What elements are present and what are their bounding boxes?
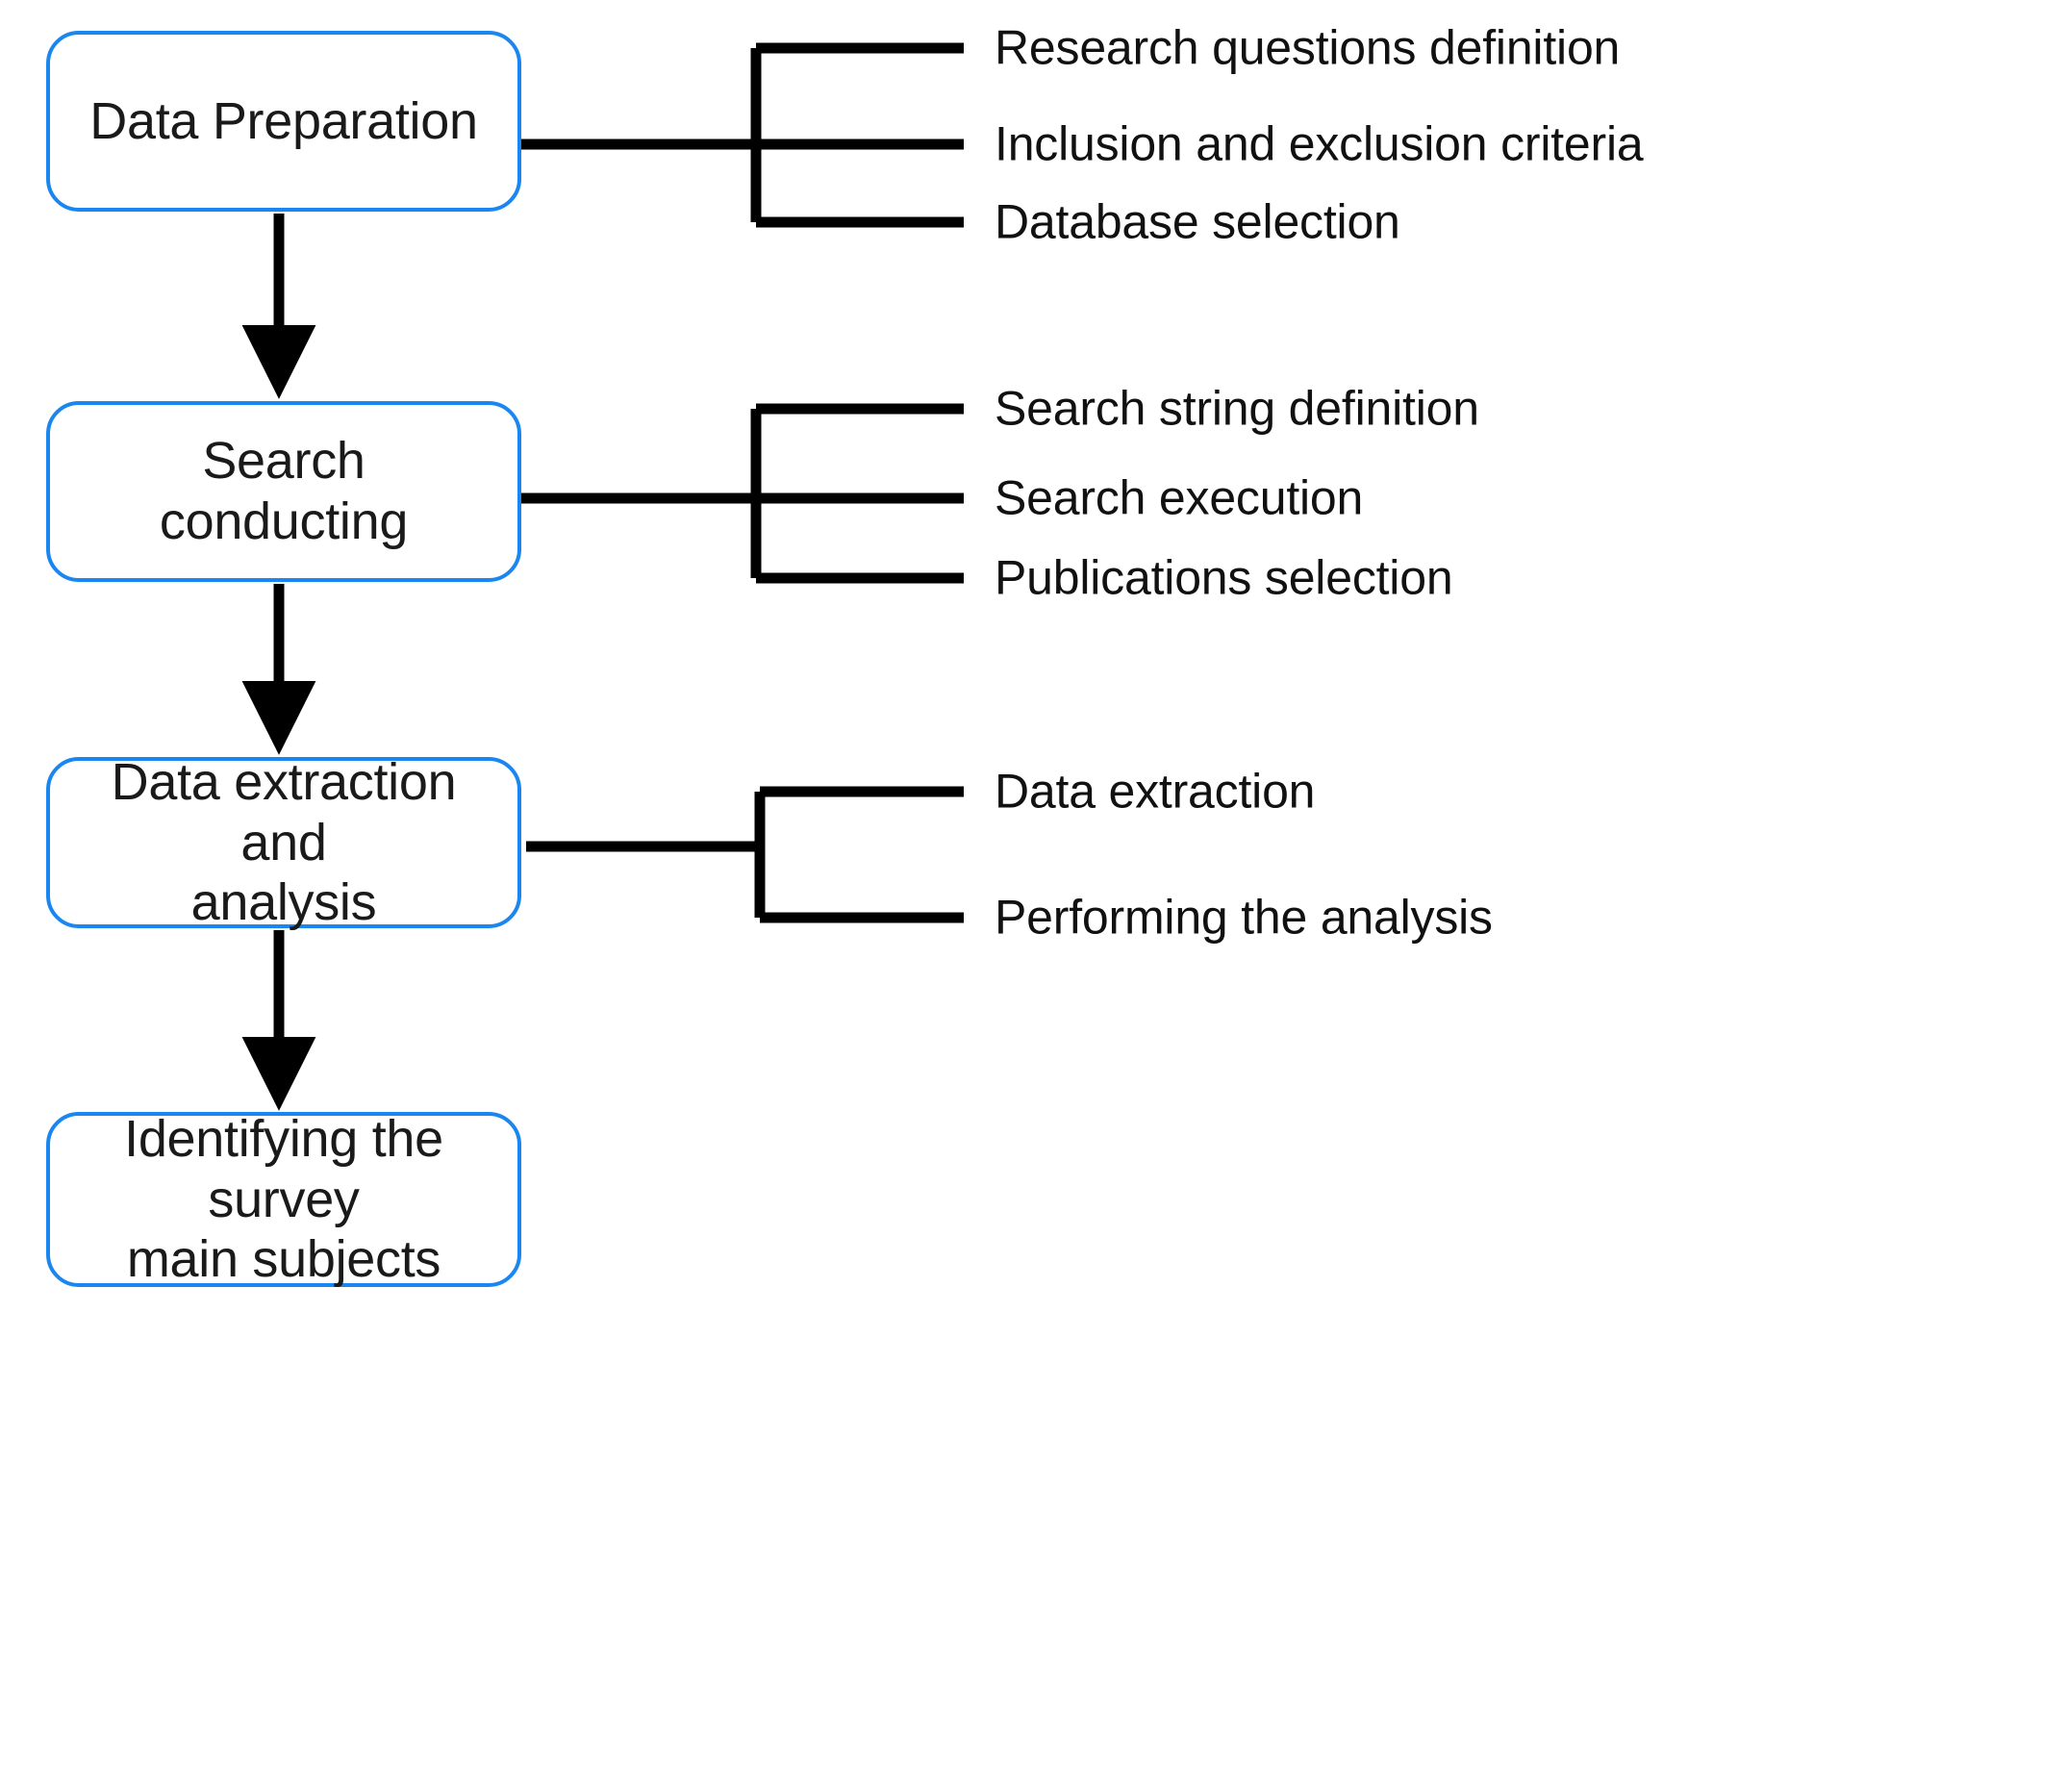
leaf-label-database-selection: Database selection (995, 194, 1400, 249)
node-label: Data Preparation (89, 91, 478, 150)
node-label: Data extraction and analysis (111, 753, 457, 932)
leaf-label-publications-selection: Publications selection (995, 550, 1453, 605)
leaf-label-performing-the-analysis: Performing the analysis (995, 890, 1493, 945)
leaf-label-data-extraction: Data extraction (995, 764, 1316, 819)
node-data-extraction-and-analysis[interactable]: Data extraction and analysis (46, 753, 521, 931)
bracket-search-conducting (521, 403, 964, 584)
node-label: Identifying the survey main subjects (124, 1110, 443, 1289)
leaf-label-inclusion-and-exclusion-criteria: Inclusion and exclusion criteria (995, 116, 1644, 171)
node-data-preparation[interactable]: Data Preparation (46, 31, 521, 212)
node-search-conducting[interactable]: Search conducting (46, 401, 521, 582)
leaf-label-research-questions-definition: Research questions definition (995, 20, 1621, 75)
node-label: Search conducting (159, 432, 409, 550)
leaf-label-search-string-definition: Search string definition (995, 381, 1479, 436)
leaf-label-search-execution: Search execution (995, 470, 1364, 525)
bracket-data-preparation (521, 42, 964, 228)
bracket-data-extraction-and-analysis (526, 786, 964, 923)
node-identifying-the-survey-main-subjects[interactable]: Identifying the survey main subjects (46, 1110, 521, 1289)
